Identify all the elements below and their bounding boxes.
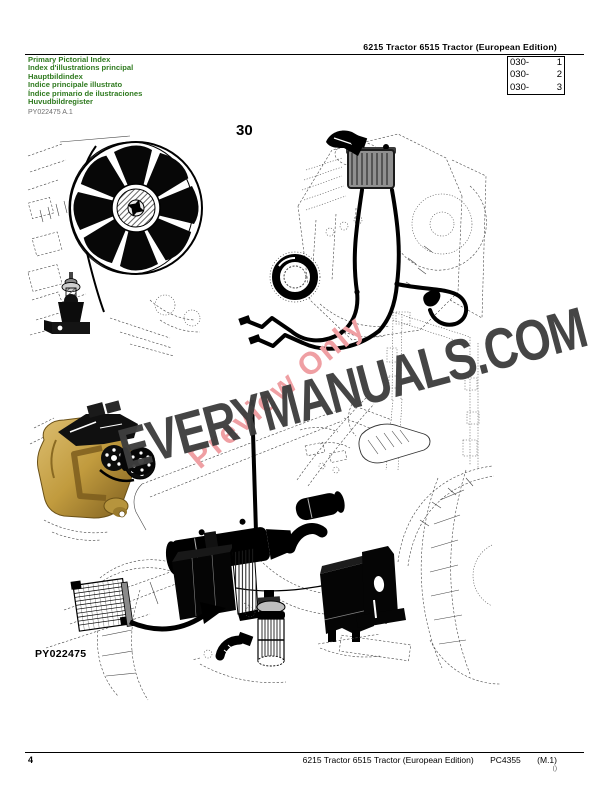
footer-title: 6215 Tractor 6515 Tractor (European Edit…	[302, 755, 474, 765]
index-line: Hauptbildindex	[28, 71, 83, 81]
intake-hose-drawing	[284, 523, 328, 554]
reservoir-bracket-drawing	[29, 400, 138, 541]
fuel-filter-drawing	[241, 590, 286, 667]
elbow-hose-drawing	[326, 130, 368, 156]
footer-info: 6215 Tractor 6515 Tractor (European Edit…	[303, 755, 557, 765]
fan-drawing	[68, 141, 203, 313]
battery-box-drawing	[172, 544, 236, 620]
figure-reference-caption: PY022475 A.1	[28, 109, 73, 116]
muffler-drawing	[295, 491, 345, 521]
cooler-grid-drawing	[70, 577, 134, 632]
dipstick-rod-drawing	[250, 399, 258, 533]
footer-mark: ()	[552, 765, 557, 772]
reference-row: 030- 2	[508, 69, 564, 81]
rear-wheel-drawing	[397, 465, 495, 675]
ref-number: 3	[556, 81, 562, 93]
index-title-block: Primary Pictorial Index Index d'illustra…	[28, 55, 143, 107]
ref-code: 030-	[510, 57, 530, 68]
ref-number: 1	[556, 57, 562, 68]
elbow-fitting-drawing	[191, 631, 254, 661]
footer-revision: (M.1)	[537, 755, 557, 765]
footer-page-number: 4	[28, 755, 34, 765]
mount-bracket-drawing	[356, 546, 406, 628]
index-line: Indice principale illustrato	[28, 80, 123, 90]
seat-drawing	[348, 403, 431, 464]
figure-number: 30	[236, 122, 253, 139]
rops-frame-drawing	[385, 311, 480, 471]
ref-number: 2	[556, 69, 562, 81]
index-line: Huvudbildregister	[28, 97, 93, 107]
footer-rule	[25, 752, 584, 753]
reference-box: 030- 1 030- 2 030- 3	[507, 56, 565, 96]
footer-code: PC4355	[490, 755, 521, 765]
reference-row: 030- 1	[508, 57, 564, 69]
index-line: Index d'illustrations principal	[28, 63, 134, 73]
arrow-annotation	[129, 602, 226, 632]
figure-image-label: PY022475	[35, 648, 87, 660]
ref-code: 030-	[510, 69, 530, 81]
damper-pulley-drawing	[120, 447, 155, 475]
valve-part-drawing	[44, 272, 90, 334]
radiator-panel-drawing	[231, 540, 259, 621]
index-line: Primary Pictorial Index	[28, 55, 111, 64]
index-line: Índice primario de ilustraciones	[28, 88, 143, 98]
hose-drawing	[238, 188, 468, 351]
header-title: 6215 Tractor 6515 Tractor (European Edit…	[363, 42, 557, 52]
reference-row: 030- 3	[508, 82, 564, 94]
ref-code: 030-	[510, 81, 530, 93]
header-rule	[25, 54, 584, 55]
seal-ring-drawing	[269, 251, 321, 303]
